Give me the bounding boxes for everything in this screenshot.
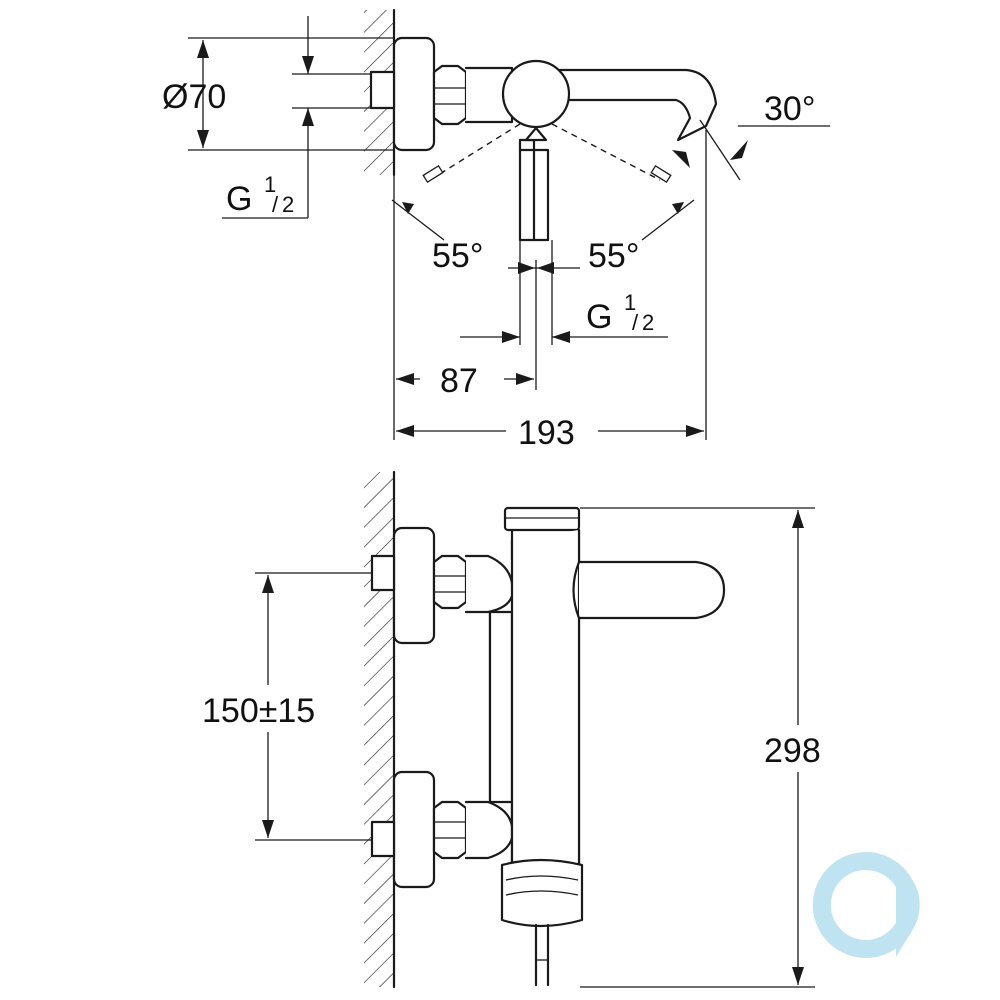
body-mixer-side [488,610,514,804]
thread-mid-main: G [586,298,612,336]
height-label: 298 [764,732,821,770]
body-cap [503,506,581,532]
angle-left-label: 55° [432,237,483,275]
mixer-body [510,528,581,867]
escutcheon-top [392,36,436,152]
wall-hatch-front [364,472,394,987]
svg-text:/: / [272,192,279,217]
hex-nut-top [432,64,468,126]
lever-top [518,138,536,242]
diameter-label: Ø70 [162,78,226,116]
logo-watermark [812,852,920,958]
thread-left-sub: 2 [282,192,294,217]
lever-swing-left [429,123,521,181]
thread-mid-sub: 2 [642,310,654,335]
escutcheon-lower [392,770,436,889]
spout-top [558,68,718,142]
svg-text:/: / [632,310,639,335]
handle-knob-top [501,59,571,129]
logo-d-shape [896,880,920,957]
width-193-label: 193 [518,414,575,452]
width-87-label: 87 [440,362,478,400]
top-view: Ø70 G 1 / 2 30° 55° 55° G 1 / 2 87 193 [162,8,830,452]
thread-mid-sup: 1 [624,290,636,315]
front-view: 150±15 298 [202,470,821,989]
lever-swing-right [551,123,661,181]
hex-nut-lower [432,800,468,860]
hex-nut-upper [432,554,468,610]
spacing-label: 150±15 [202,692,315,730]
logo-c-shape [812,852,914,958]
inlet-stub-top [369,70,396,110]
angle-mid-label: 55° [588,237,639,275]
lever-front [577,560,726,620]
angle-right-label: 30° [764,90,815,128]
escutcheon-upper [392,526,436,645]
thread-left-sup: 1 [264,172,276,197]
thread-left-main: G [226,180,252,218]
